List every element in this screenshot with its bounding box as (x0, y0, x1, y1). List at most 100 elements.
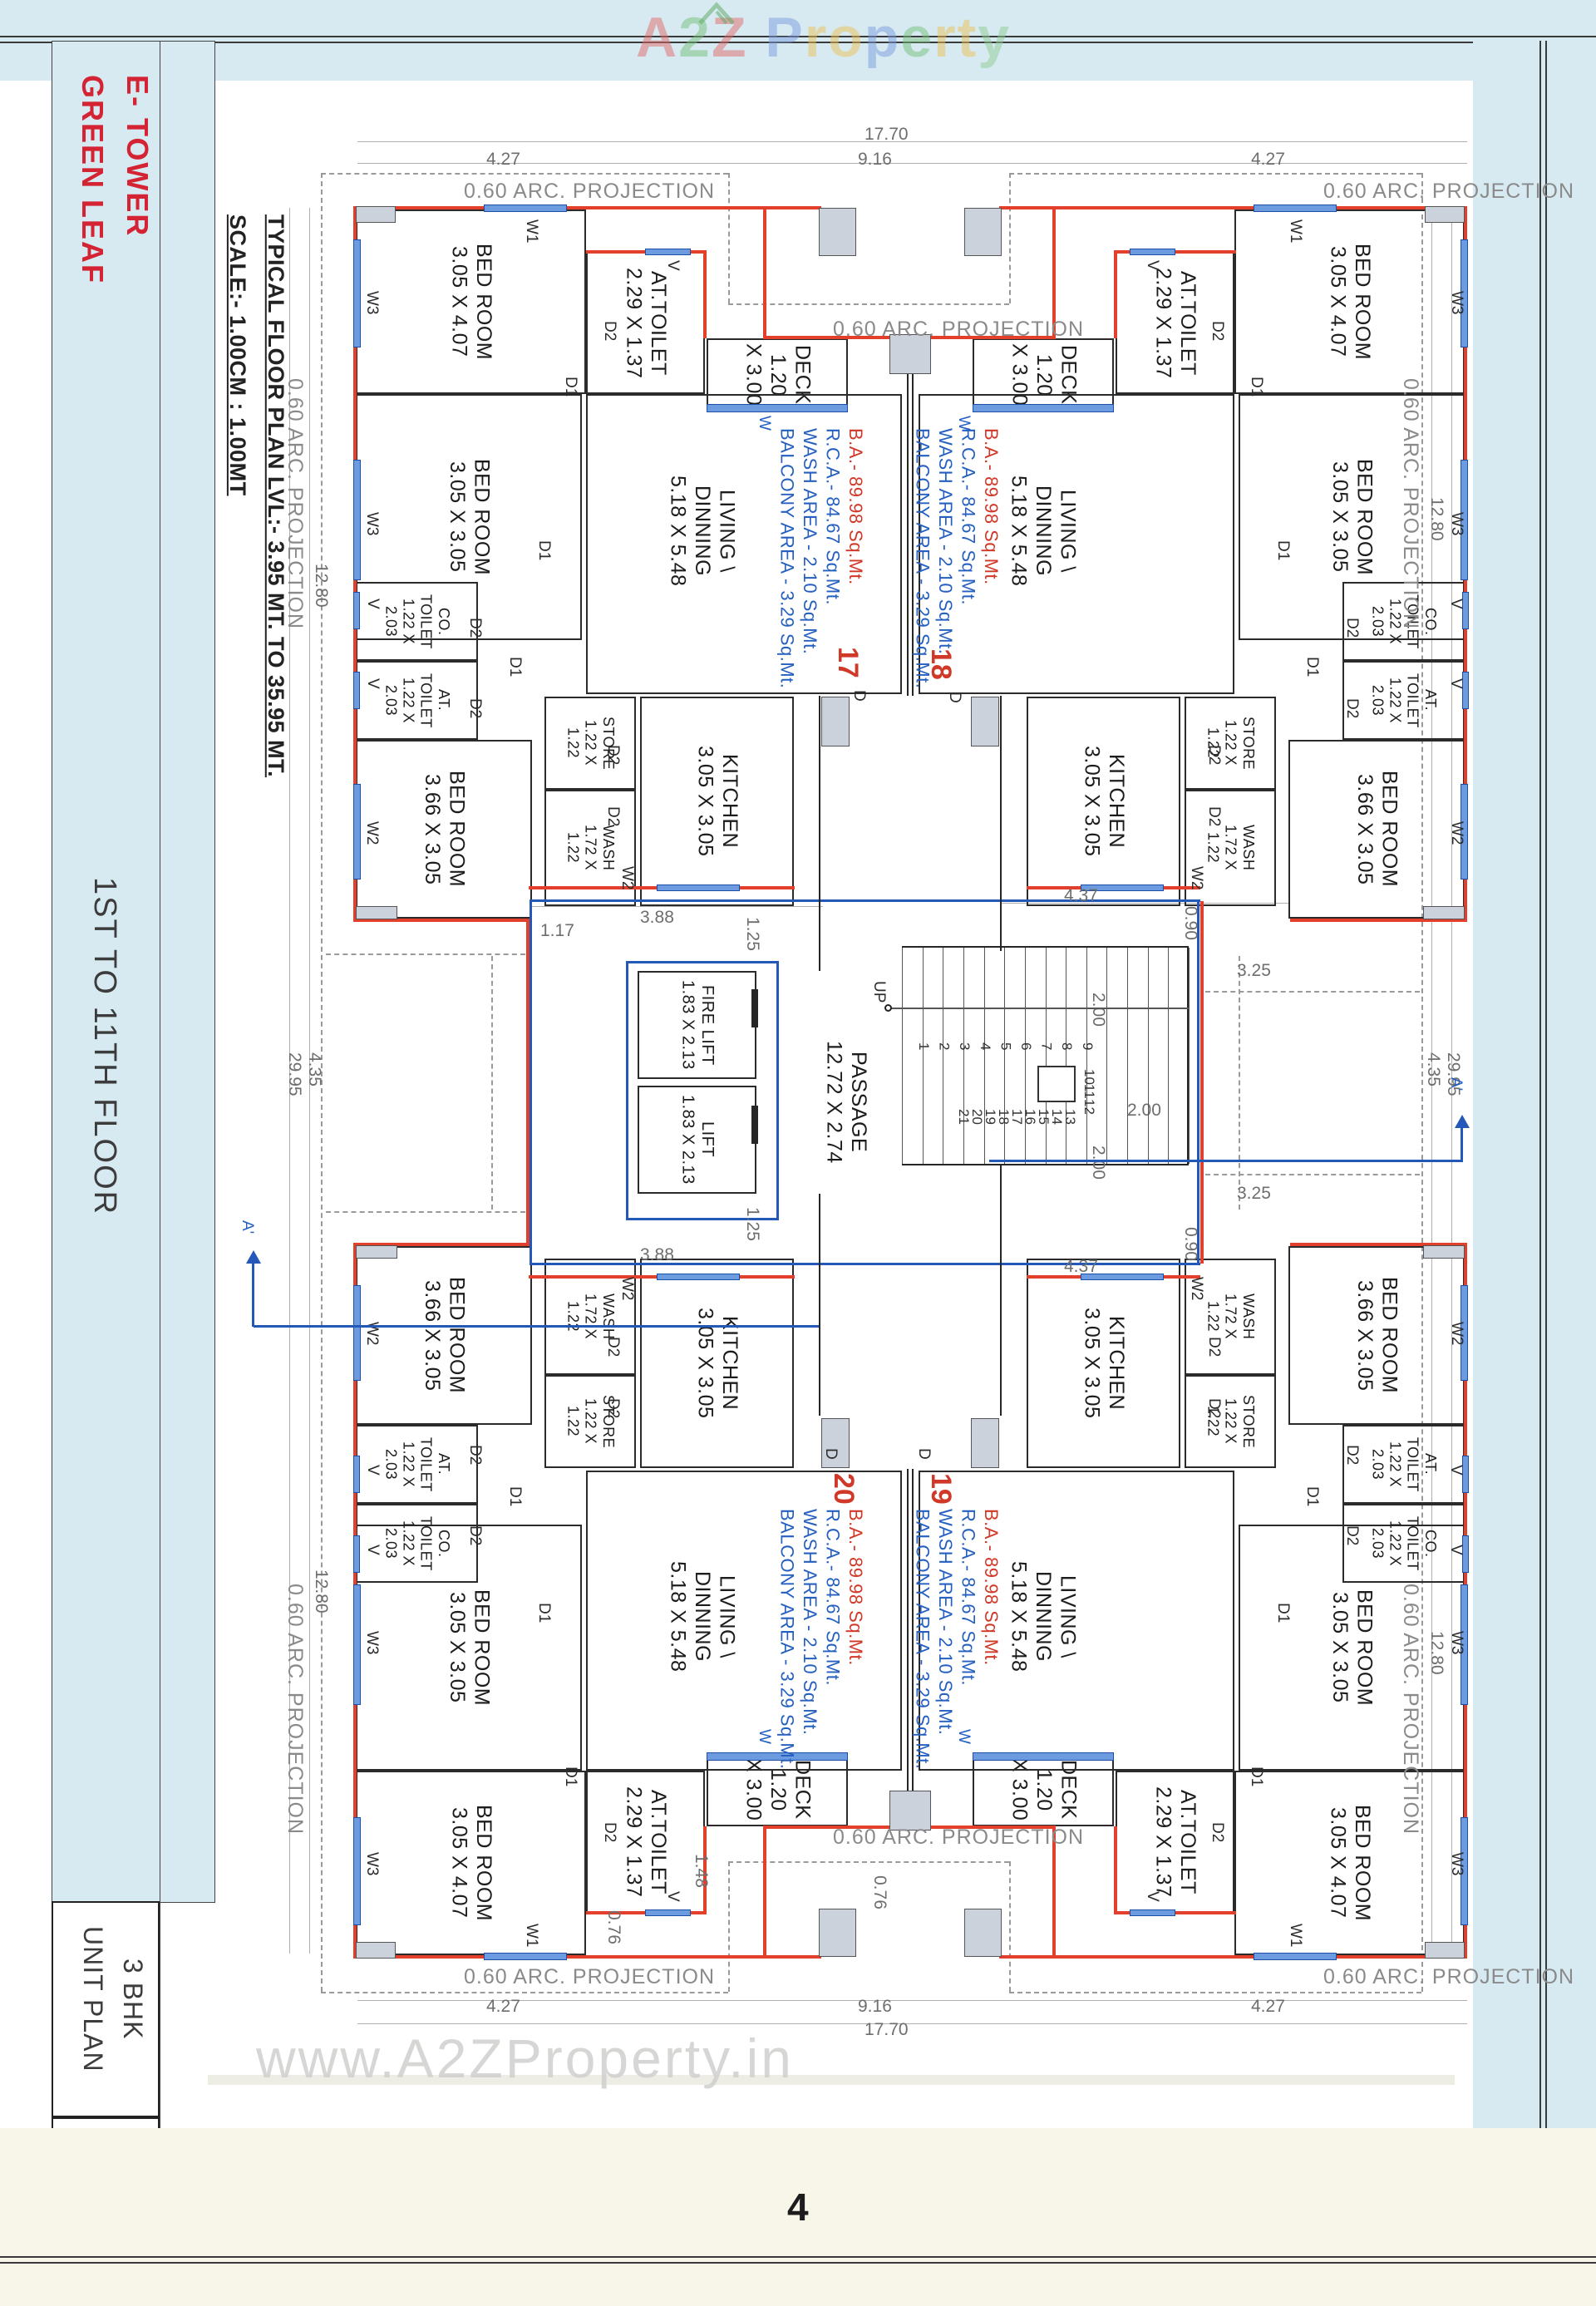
interior-wall (1000, 696, 1002, 951)
outer-wall-red (703, 1826, 707, 1914)
stair-step-number: 10 (1081, 1069, 1097, 1085)
section-line (1461, 1121, 1463, 1161)
outer-wall-red (999, 206, 1467, 209)
dimension-label: 17.70 (864, 125, 909, 144)
window (353, 460, 361, 580)
area-annotation: B.A.- 89.98 Sq.Mt.R.C.A.- 84.67 Sq.Mt.WA… (911, 428, 1002, 688)
entrance-door-mark: D (822, 1448, 840, 1460)
opening-mark-d2: D2 (1205, 806, 1223, 827)
outer-wall-red (999, 1955, 1467, 1959)
section-label: A' (1447, 1077, 1465, 1091)
window (1462, 672, 1469, 709)
room-label: WASH 1.72 X 1.22 (564, 825, 617, 871)
dimension-label: 4.27 (1251, 150, 1285, 169)
unit-number: 20 (828, 1473, 860, 1505)
room-label: AT. TOILET 1.22 X 2.03 (382, 673, 452, 728)
stair-tread (1127, 948, 1129, 1164)
window (1462, 592, 1469, 629)
stair-step-number: 17 (1009, 1109, 1025, 1125)
opening-mark-d2: D2 (466, 618, 484, 638)
arc-projection-label: 0.60 ARC. PROJECTION (283, 1584, 307, 1835)
section-line (254, 1325, 819, 1328)
room: BED ROOM 3.66 X 3.05 (1288, 740, 1465, 919)
stair-step-number: 5 (998, 1042, 1014, 1051)
dimension-line (357, 141, 1467, 142)
room-label: CO. TOILET 1.22 X 2.03 (1369, 1515, 1439, 1571)
stair-step-number: 21 (956, 1109, 972, 1125)
column-pillar (889, 334, 931, 374)
opening-mark-d1: D1 (506, 657, 524, 678)
window (1461, 784, 1468, 880)
opening-mark-w2: W2 (618, 866, 636, 890)
left-sidebar (52, 41, 215, 1903)
window (353, 1584, 361, 1705)
dimension-line (532, 906, 823, 907)
window (1081, 884, 1164, 891)
room-label: BED ROOM 3.66 X 3.05 (421, 771, 469, 888)
outer-wall-red (353, 919, 530, 922)
area-detail-text: BALCONY AREA - 3.29 Sq.Mt. (776, 428, 798, 689)
column-pillar (1423, 1245, 1465, 1259)
opening-mark-w3: W3 (1448, 512, 1465, 536)
interior-wall (907, 1469, 909, 1826)
stair-step-number: 15 (1036, 1109, 1052, 1125)
entrance-door-mark: D (850, 690, 868, 702)
stair-step-number: 16 (1022, 1109, 1038, 1125)
room-label: KITCHEN 3.05 X 3.05 (1080, 1308, 1129, 1419)
opening-mark-d2: D2 (466, 1525, 484, 1546)
outer-wall-red (703, 250, 707, 338)
opening-mark-d1: D1 (562, 377, 579, 397)
opening-mark-w3: W3 (363, 291, 381, 315)
window (1254, 204, 1337, 212)
opening-mark-d2: D2 (1343, 1525, 1361, 1546)
living-room-label: LIVING \ DINNING 5.18 X 5.48 (1007, 475, 1080, 587)
core-wall-blue (530, 899, 532, 1265)
projection-dash (1009, 173, 1011, 303)
projection-dash (326, 953, 525, 955)
opening-mark-v: V (1447, 1545, 1465, 1555)
outer-wall-red (526, 919, 530, 1246)
room: CO. TOILET 1.22 X 2.03 (1342, 1504, 1465, 1583)
projection-dash (728, 173, 730, 303)
room-label: WASH 1.72 X 1.22 (1204, 825, 1257, 871)
stair-step-number: 3 (957, 1042, 973, 1051)
column-pillar (821, 1418, 850, 1468)
dimension-label: 4.37 (1064, 886, 1098, 905)
dimension-label: 2.00 (1089, 993, 1108, 1027)
logo-letter: p (864, 6, 901, 69)
dimension-line (309, 208, 310, 1954)
right-double-rule (1539, 41, 1547, 2258)
room-label: BED ROOM 3.05 X 3.05 (1328, 458, 1377, 576)
opening-mark-d2: D2 (604, 806, 622, 827)
stair-tread (1086, 948, 1087, 1164)
projection-dash (321, 173, 728, 175)
room: KITCHEN 3.05 X 3.05 (1027, 697, 1180, 906)
bottom-band (0, 2128, 1596, 2306)
opening-mark-d1: D1 (535, 540, 553, 561)
lift-shaft-outline (626, 961, 779, 1220)
room-label: BED ROOM 3.05 X 3.05 (1328, 1589, 1377, 1707)
dimension-label: 0.90 (1181, 906, 1200, 940)
stair-step-number: 9 (1079, 1042, 1096, 1051)
outer-wall-red (1052, 208, 1056, 339)
opening-mark-d2: D2 (1209, 321, 1226, 342)
stair-step-number: 8 (1059, 1042, 1076, 1051)
interior-wall (1187, 946, 1189, 1165)
title-block: TYPICAL FLOOR PLAN LVL:- 3.95 MT. TO 35.… (218, 214, 294, 777)
stair-tread (963, 948, 964, 1164)
arc-projection-label: 0.60 ARC. PROJECTION (1399, 1584, 1422, 1835)
column-pillar (821, 697, 850, 746)
room-label: BED ROOM 3.05 X 3.05 (446, 458, 494, 576)
dimension-label: 3.88 (640, 908, 674, 927)
opening-mark-w1: W1 (1287, 1924, 1304, 1948)
room: BED ROOM 3.05 X 3.05 (356, 394, 582, 640)
opening-mark-w2: W2 (1188, 1277, 1205, 1301)
top-double-rule (0, 36, 1596, 43)
opening-mark-w2: W2 (618, 1277, 636, 1301)
dimension-label: 4.27 (486, 150, 520, 169)
logo-letter: P (765, 6, 805, 69)
projection-dash (1009, 1861, 1011, 1992)
stair-tread (1168, 948, 1170, 1164)
room (919, 1471, 1234, 1771)
window (657, 884, 740, 891)
